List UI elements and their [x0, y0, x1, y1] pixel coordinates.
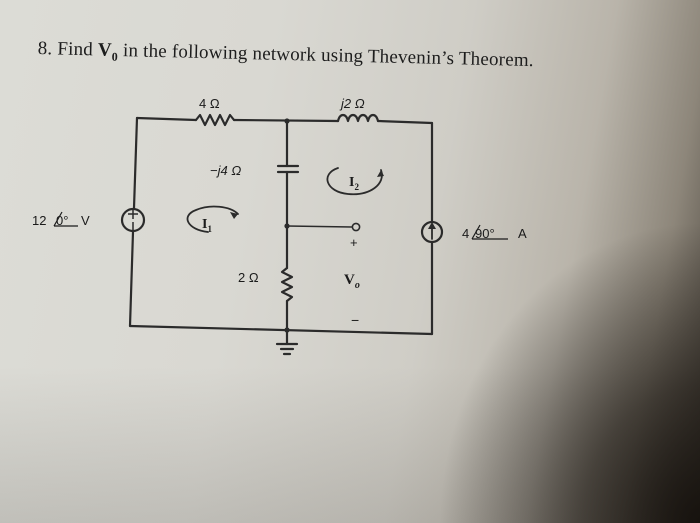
mesh1-arrow [186, 205, 239, 233]
vsource-angle-symbol [53, 211, 78, 227]
node-mid [284, 223, 290, 229]
label-cap: −j4 Ω [210, 163, 241, 178]
label-isource-mag: 4 [462, 226, 469, 241]
mesh1-arrowhead [230, 212, 238, 219]
ground-symbol [275, 342, 299, 356]
output-terminal [351, 222, 361, 232]
label-vo-plus: + [350, 235, 358, 250]
wire-top-right [376, 119, 434, 125]
label-j2ohm: j2 Ω [339, 96, 365, 111]
wire-left-bottom [128, 230, 135, 328]
label-isource-angle: 90° [475, 226, 495, 241]
resistor-4ohm [194, 113, 236, 127]
capacitor [276, 164, 300, 174]
wire-bottom [128, 324, 434, 336]
label-vsource-mag: 12 [32, 213, 46, 228]
mesh2-arrowhead [377, 170, 384, 177]
label-2ohm: 2 Ω [238, 270, 259, 285]
label-vo-minus: − [351, 312, 359, 328]
mesh2-arrow [326, 167, 383, 196]
label-vsource-unit: V [81, 213, 90, 228]
resistor-2ohm [280, 266, 294, 303]
label-mesh2: I2 [349, 175, 359, 192]
node-top [284, 118, 290, 124]
wire-output [286, 225, 353, 228]
vsource-plus [128, 209, 138, 219]
label-vo: Vo [344, 272, 360, 291]
label-isource-unit: A [518, 226, 527, 241]
label-4ohm: 4 Ω [199, 96, 220, 111]
label-mesh1: I1 [202, 217, 212, 234]
isource-angle-symbol [471, 224, 508, 240]
current-source-arrowhead [428, 222, 436, 229]
node-bottom [284, 327, 290, 333]
inductor-j2ohm [336, 113, 380, 123]
wire-top-left [135, 116, 198, 122]
wire-left-top [132, 116, 139, 210]
